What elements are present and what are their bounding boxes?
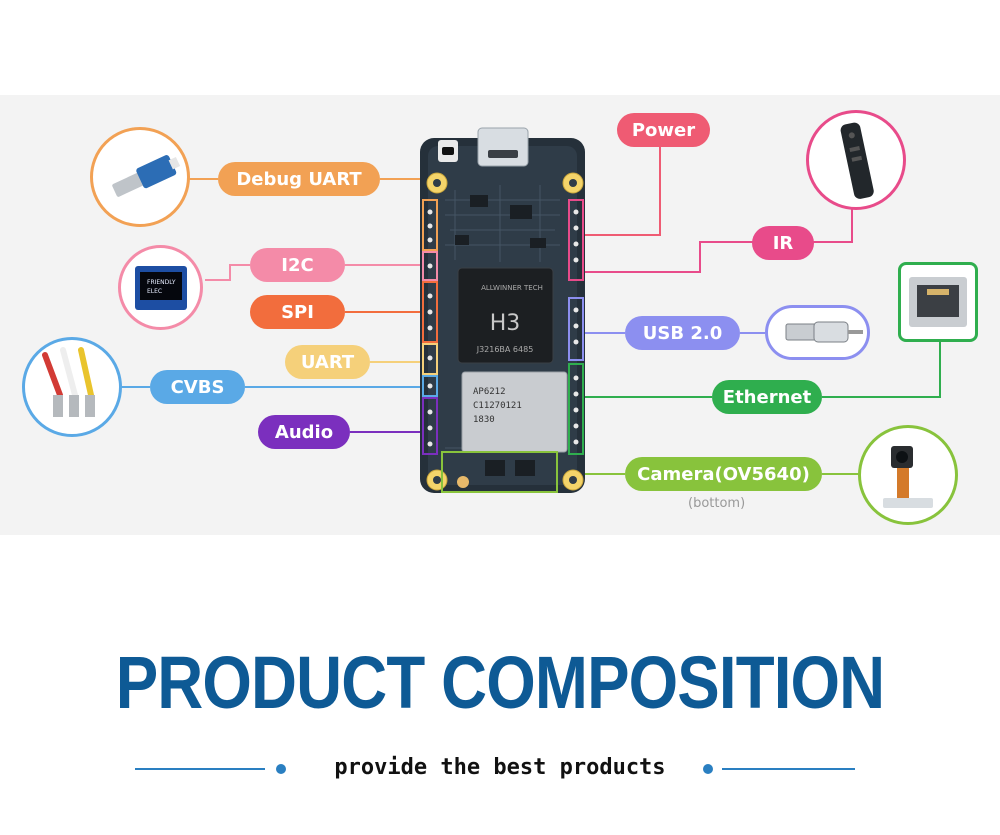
- divider-dot-right: [703, 764, 713, 774]
- wifi-chip-line2: C11270121: [473, 401, 522, 411]
- page-subtitle: provide the best products: [334, 755, 666, 780]
- soc-label: H3: [490, 311, 521, 336]
- label-spi: SPI: [250, 295, 345, 329]
- divider-left: [135, 768, 265, 770]
- pcb-board: H3 ALLWINNER TECH J3216BA 6485 AP6212 C1…: [420, 127, 585, 493]
- ethernet-port-image: [898, 262, 978, 342]
- page-title: PRODUCT COMPOSITION: [115, 641, 885, 724]
- divider-dot-left: [276, 764, 286, 774]
- label-cvbs: CVBS: [150, 370, 245, 404]
- label-audio: Audio: [258, 415, 350, 449]
- label-camera: Camera(OV5640): [625, 457, 822, 491]
- usb-cable-image: [765, 305, 870, 360]
- oled-display-image: FRIENDLY ELEC: [118, 245, 203, 330]
- av-cable-image: [22, 337, 122, 437]
- wifi-chip-line1: AP6212: [473, 387, 506, 397]
- label-power: Power: [617, 113, 710, 147]
- micro-usb-port: [477, 127, 529, 167]
- usb-uart-adapter-image: [90, 127, 190, 227]
- oled-text-line2: ELEC: [147, 288, 162, 295]
- soc-vendor: ALLWINNER TECH: [481, 284, 543, 292]
- soc-chip: [457, 267, 554, 364]
- label-i2c: I2C: [250, 248, 345, 282]
- label-debug-uart: Debug UART: [218, 162, 380, 196]
- wifi-module: [461, 371, 568, 453]
- line-ethernet-right: [822, 340, 941, 398]
- oled-text-line1: FRIENDLY: [147, 279, 176, 286]
- label-usb: USB 2.0: [625, 316, 740, 350]
- camera-note: (bottom): [688, 496, 746, 511]
- divider-right: [722, 768, 855, 770]
- line-ir: [580, 195, 853, 273]
- remote-control-image: [806, 110, 906, 210]
- line-power: [580, 145, 661, 236]
- camera-module-image: [858, 425, 958, 525]
- wifi-chip-line3: 1830: [473, 415, 495, 425]
- label-ethernet: Ethernet: [712, 380, 822, 414]
- label-uart: UART: [285, 345, 370, 379]
- label-ir: IR: [752, 226, 814, 260]
- line-i2c-left: [205, 264, 250, 281]
- soc-code: J3216BA 6485: [476, 345, 534, 354]
